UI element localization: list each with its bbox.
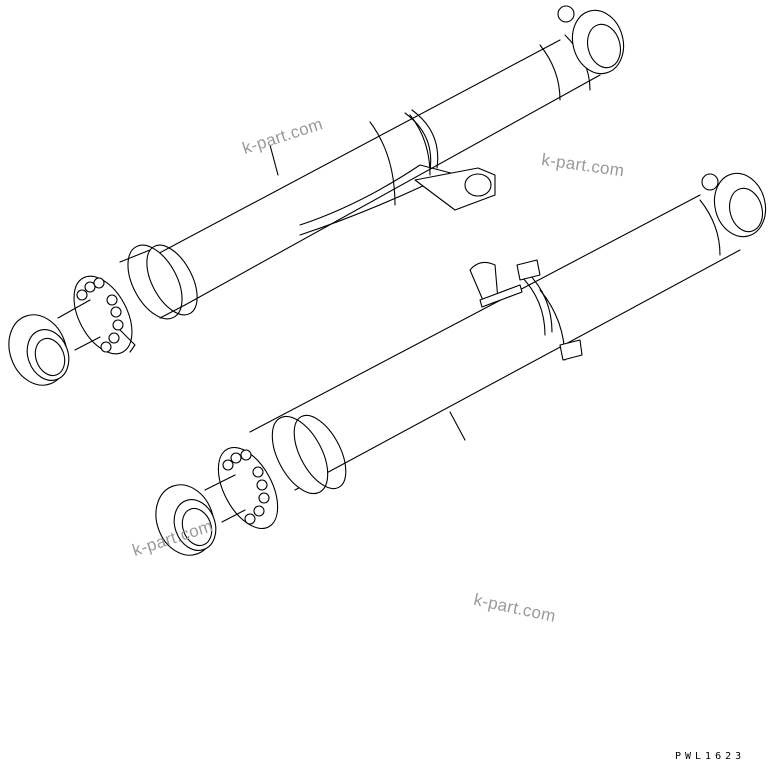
lower-cylinder — [155, 172, 767, 556]
flange-bolts — [76, 277, 124, 353]
drawing-code: PWL1623 — [675, 751, 746, 762]
flange-bolts-lower — [222, 449, 270, 525]
upper-cylinder — [8, 5, 625, 386]
